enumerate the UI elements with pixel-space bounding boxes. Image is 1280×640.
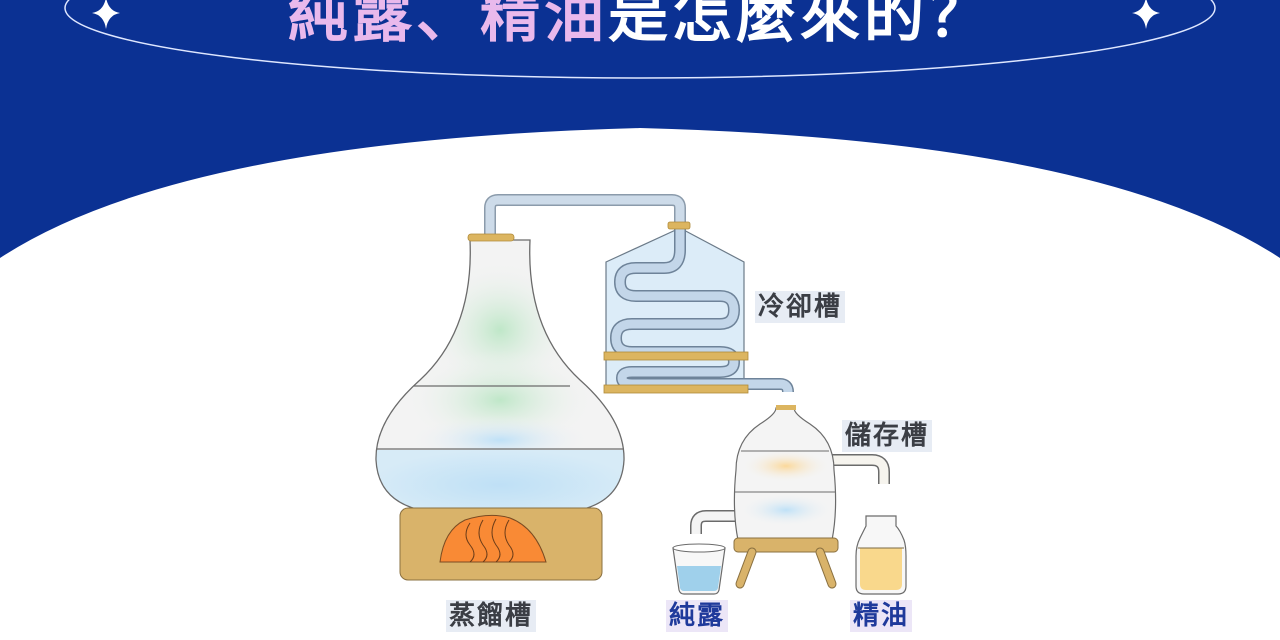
label-distiller: 蒸餾槽: [446, 600, 537, 632]
hydrosol-glass: [672, 543, 726, 595]
title-essential-oil: 精油: [480, 0, 608, 51]
label-essential-oil: 精油: [850, 600, 913, 632]
storage-stand: [733, 537, 839, 553]
condenser-base: [603, 384, 749, 394]
label-condenser: 冷卻槽: [755, 291, 846, 323]
essential-oil-bottle: [855, 515, 907, 595]
sparkle-icon: [92, 0, 120, 29]
condenser-top-ring: [667, 221, 691, 230]
storage-tank: [690, 405, 890, 589]
distiller-flask: [375, 233, 625, 511]
flask-neck-ring: [467, 233, 515, 242]
label-hydrosol: 純露: [666, 600, 729, 632]
condenser-band: [603, 351, 749, 361]
page-title: 純露、精油是怎麼來的？: [0, 0, 1280, 58]
condenser: [603, 221, 794, 394]
vapor-pipe: [484, 194, 686, 238]
title-separator: 、: [416, 0, 480, 51]
title-rest: 是怎麼來的？: [608, 0, 992, 51]
orbit-ellipse: [64, 0, 1216, 79]
sparkle-icon: [1132, 0, 1160, 29]
stove: [399, 507, 603, 581]
title-hydrosol: 純露: [288, 0, 416, 51]
label-storage: 儲存槽: [842, 420, 933, 452]
